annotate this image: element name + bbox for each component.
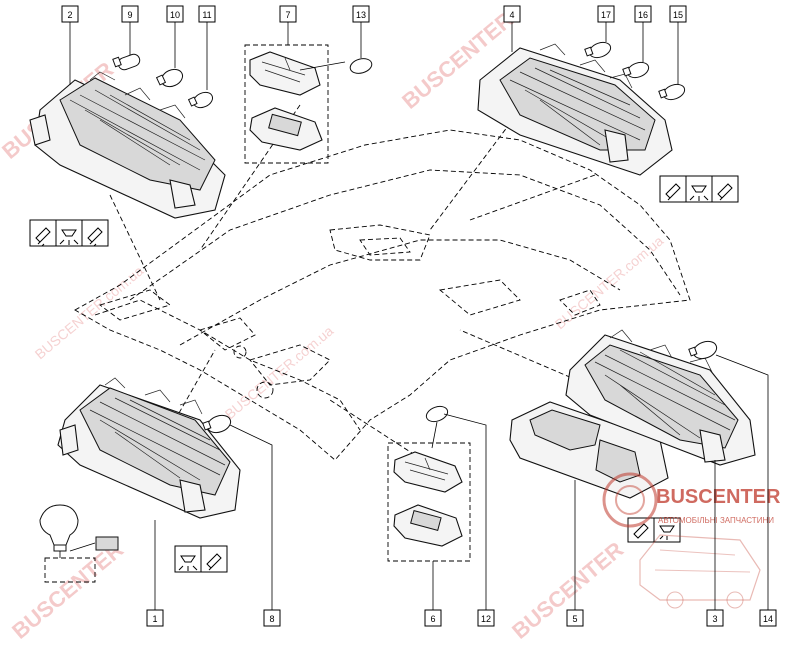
callout-box: [759, 609, 777, 627]
watermark-domain: BUSCENTER.com.ua: [32, 262, 147, 362]
logo-tagline: АВТОМОБІЛЬНІ ЗАПЧАСТИНИ: [658, 516, 774, 525]
callout-17: 17: [597, 5, 615, 23]
callout-box: [121, 5, 139, 23]
callout-8: 8: [263, 609, 281, 627]
bulb-icon: [112, 53, 141, 71]
callout-box: [477, 609, 495, 627]
callout-number: 10: [170, 10, 180, 20]
callout-11: 11: [198, 5, 216, 23]
part-6-map-lamp: [387, 405, 471, 562]
reading-light-icon: [665, 183, 681, 201]
part-3-roof-lamp: [565, 329, 756, 466]
callout-box: [706, 609, 724, 627]
callout-number: 11: [202, 10, 211, 20]
callout-box: [279, 5, 297, 23]
callout-10: 10: [166, 5, 184, 23]
bulb-icon: [584, 41, 612, 59]
callout-number: 1: [152, 614, 157, 624]
callout-9: 9: [121, 5, 139, 23]
bulb-8: [202, 414, 232, 434]
bulb-icon: [155, 68, 184, 88]
callout-number: 14: [763, 614, 773, 624]
callout-number: 8: [269, 614, 274, 624]
callout-box: [263, 609, 281, 627]
callout-13: 13: [352, 5, 370, 23]
callout-number: 17: [601, 10, 611, 20]
callout-box: [61, 5, 79, 23]
reading-light-icon: [206, 553, 222, 571]
watermark-text: BUSCENTER: [507, 537, 628, 644]
bulb-icon: [39, 504, 79, 552]
part-7-map-lamp: [244, 44, 373, 164]
part-1-bulb-assembly: [39, 504, 119, 583]
bulb-icon: [622, 61, 650, 79]
callout-4: 4: [503, 5, 521, 23]
callout-number: 12: [481, 614, 491, 624]
callout-5: 5: [566, 609, 584, 627]
watermark-domain: BUSCENTER.com.ua: [552, 232, 667, 332]
callout-number: 5: [572, 614, 577, 624]
dome-light-icon: [689, 185, 709, 201]
callout-box: [597, 5, 615, 23]
callout-number: 13: [356, 10, 366, 20]
callout-7: 7: [279, 5, 297, 23]
callout-number: 2: [67, 10, 72, 20]
bulb-icon: [688, 340, 718, 360]
part-1-roof-lamp: [57, 377, 241, 519]
part-4-rear-roof-lamp: [477, 43, 673, 176]
watermark-domain: BUSCENTER.com.ua: [222, 322, 337, 422]
callout-box: [146, 609, 164, 627]
callout-number: 15: [673, 10, 683, 20]
lamp-function-symbols-right-bottom: [627, 517, 681, 543]
bulb-icon: [658, 83, 686, 101]
callout-box: [503, 5, 521, 23]
dome-light-icon: [659, 525, 675, 540]
callout-box: [198, 5, 216, 23]
watermark-text: BUSCENTER: [7, 537, 128, 644]
callout-box: [352, 5, 370, 23]
reading-light-icon: [35, 227, 51, 247]
bulbs-9-10-11: [112, 53, 214, 109]
bulbs-15-16-17: [584, 41, 686, 101]
bulb-icon: [202, 414, 232, 434]
callout-number: 4: [509, 10, 514, 20]
bulb-icon: [425, 405, 449, 423]
callout-number: 3: [712, 614, 717, 624]
callout-2: 2: [61, 5, 79, 23]
callout-15: 15: [669, 5, 687, 23]
buscenter-logo: BUSCENTER АВТОМОБІЛЬНІ ЗАПЧАСТИНИ: [602, 472, 781, 609]
callout-box: [566, 609, 584, 627]
callout-number: 7: [285, 10, 290, 20]
callout-box: [669, 5, 687, 23]
callout-6: 6: [424, 609, 442, 627]
lamp-function-symbols-right-top: [659, 175, 739, 203]
callout-14: 14: [759, 609, 777, 627]
callout-box: [424, 609, 442, 627]
callout-number: 16: [638, 10, 648, 20]
callout-12: 12: [477, 609, 495, 627]
reading-light-icon: [633, 523, 649, 539]
reading-light-icon: [87, 227, 103, 247]
reading-light-icon: [717, 183, 733, 201]
part-2-front-roof-lamp: [29, 71, 226, 219]
callout-16: 16: [634, 5, 652, 23]
callout-1: 1: [146, 609, 164, 627]
callout-number: 6: [430, 614, 435, 624]
callout-number: 9: [127, 10, 132, 20]
callout-3: 3: [706, 609, 724, 627]
dome-light-icon: [178, 555, 198, 571]
bulb-icon: [187, 91, 214, 109]
dome-light-icon: [59, 229, 79, 245]
lamp-function-symbols-left: [29, 219, 109, 247]
callout-box: [634, 5, 652, 23]
roof-headliner: [74, 129, 691, 461]
callout-group: 2 9 10 11 7 13 4 17 16 15 1 8 6 12 5 3 14: [61, 5, 777, 627]
logo-name: BUSCENTER: [656, 486, 781, 508]
callout-box: [166, 5, 184, 23]
callout-leaders: [69, 22, 769, 610]
bulb-icon: [349, 58, 373, 74]
lamp-function-symbols-bottom: [174, 545, 228, 573]
